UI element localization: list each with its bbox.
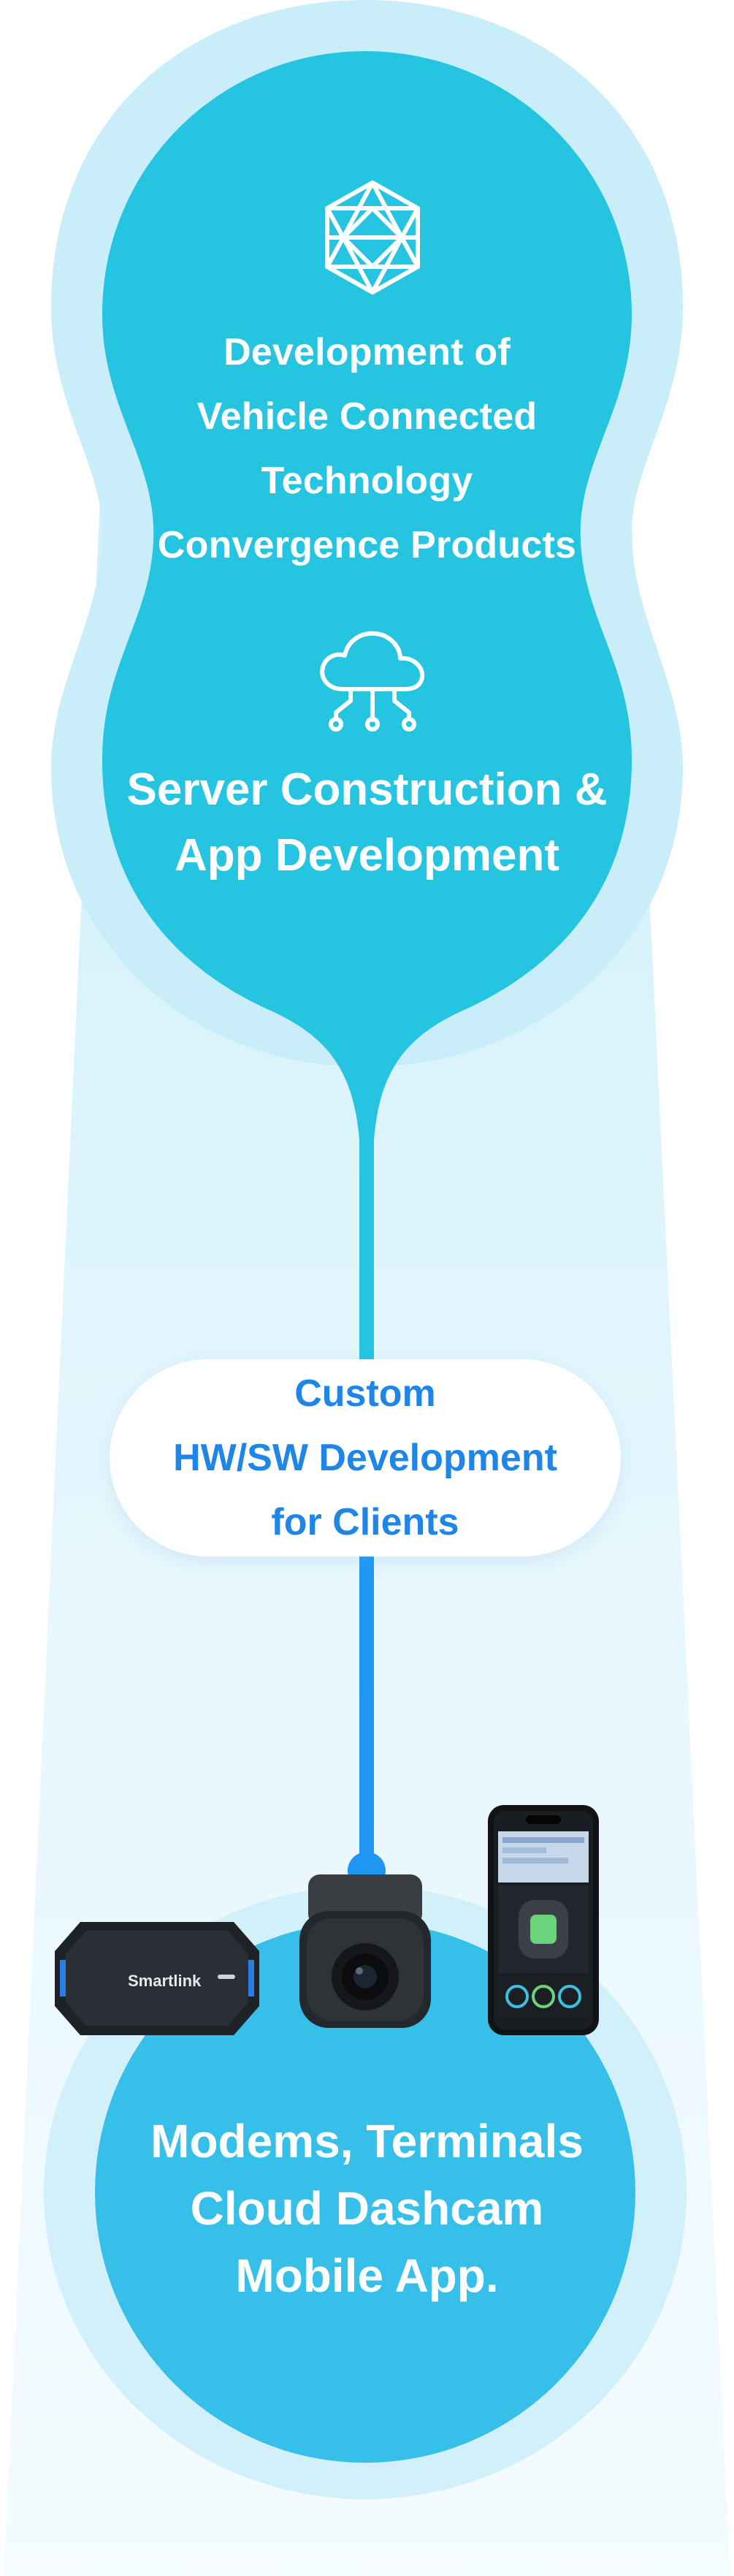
top-teal-shape (102, 51, 632, 1359)
connector-line (359, 1557, 374, 1871)
pill-line-2: HW/SW Development (173, 1437, 557, 1479)
mid-line-2: App Development (174, 830, 560, 881)
bottom-line-1: Modems, Terminals (150, 2115, 584, 2167)
geodesic-sphere-icon (321, 179, 424, 296)
bottom-line-3: Mobile App. (235, 2249, 499, 2302)
cloud-network-icon (314, 625, 431, 734)
top-line-2: Vehicle Connected (196, 395, 538, 438)
top-line-1: Development of (223, 331, 511, 373)
middle-section-text: Server Construction & App Development (0, 757, 734, 889)
bottom-line-2: Cloud Dashcam (190, 2182, 544, 2235)
pill-line-1: Custom (294, 1372, 436, 1415)
top-line-3: Technology (261, 460, 473, 502)
modem-device-image: Smartlink (51, 1915, 263, 2043)
top-line-4: Convergence Products (157, 524, 577, 566)
modem-brand-label: Smartlink (128, 1972, 202, 1990)
top-section-text: Development of Vehicle Connected Technol… (0, 320, 734, 577)
bottom-section-text: Modems, Terminals Cloud Dashcam Mobile A… (0, 2108, 734, 2309)
pill-line-3: for Clients (271, 1501, 459, 1543)
bottom-circle (95, 1922, 635, 2463)
phone-device-image (488, 1805, 599, 2035)
dashcam-device-image (292, 1867, 438, 2035)
mid-line-1: Server Construction & (126, 764, 608, 815)
custom-development-pill: Custom HW/SW Development for Clients (110, 1359, 621, 1557)
